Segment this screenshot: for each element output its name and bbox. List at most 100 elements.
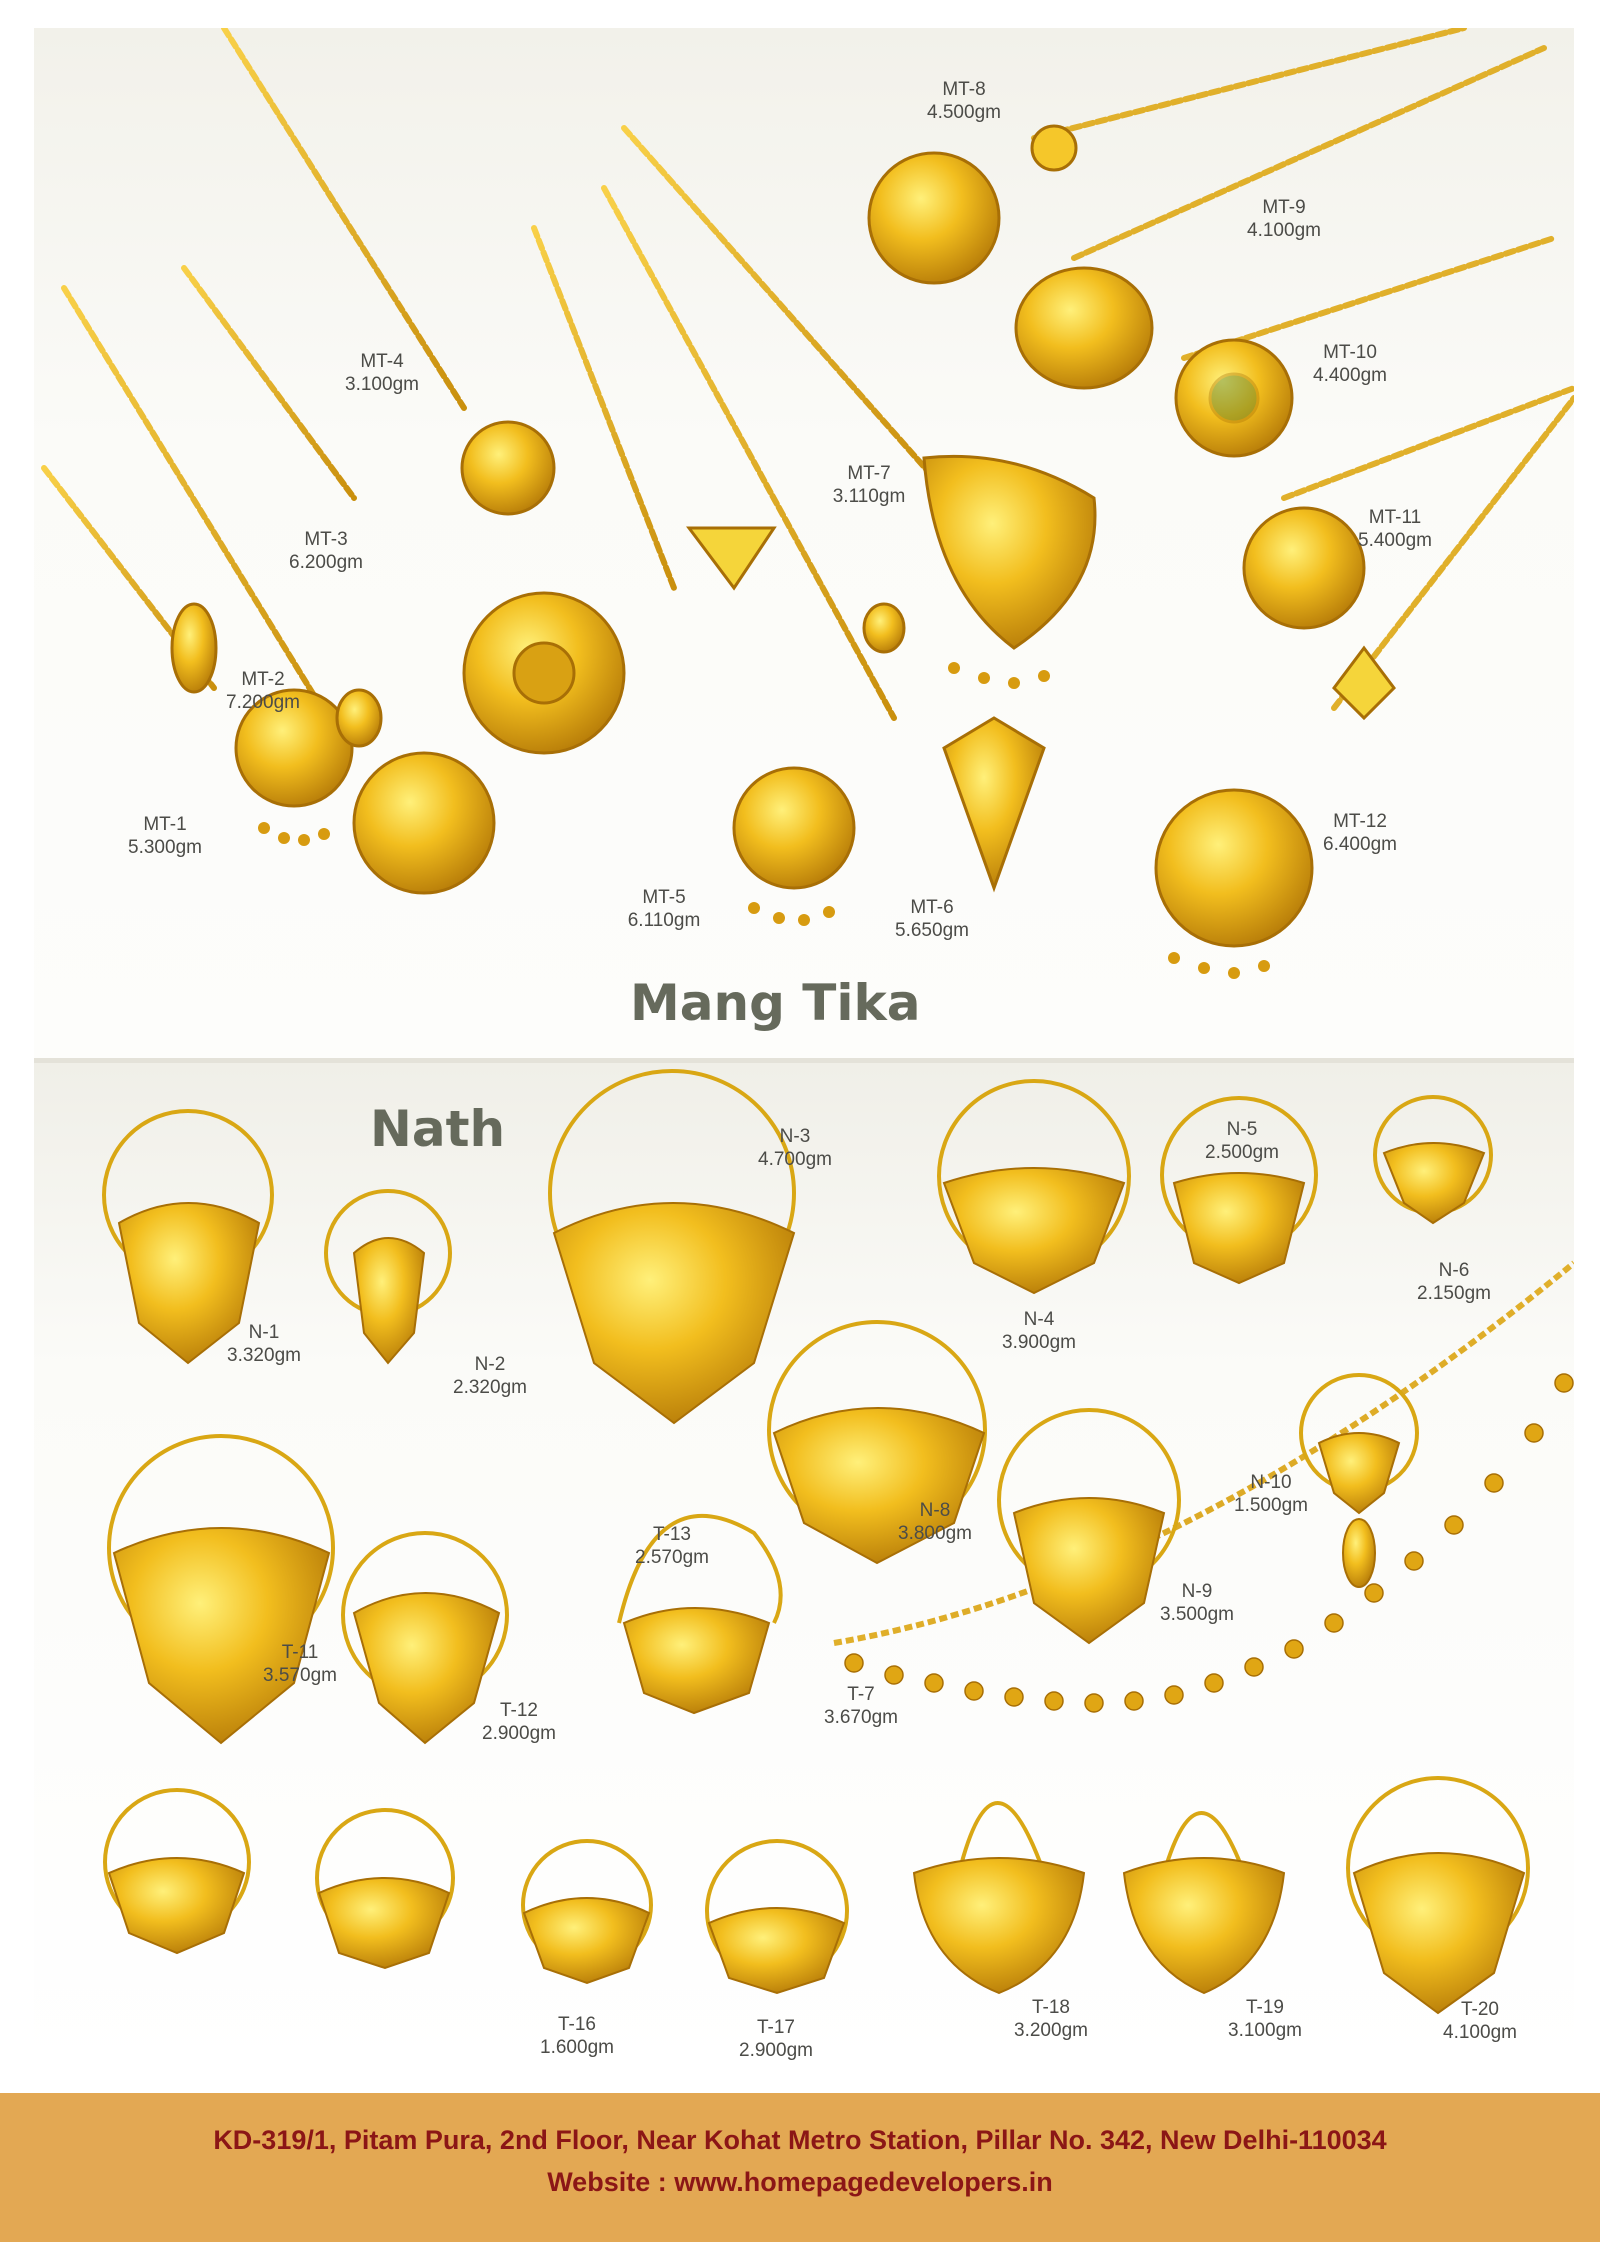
t13-hook xyxy=(617,1514,783,1624)
mt-7-code: MT-7 xyxy=(847,463,891,484)
mt12-pendant xyxy=(1154,788,1314,948)
mt-4-label: MT-4 3.100gm xyxy=(345,350,419,396)
t-18-weight: 3.200gm xyxy=(1014,2020,1088,2041)
t18-hook xyxy=(957,1801,1046,1874)
mt-8-label: MT-8 4.500gm xyxy=(927,78,1001,124)
mt5-chain xyxy=(531,225,677,591)
n8-pendant xyxy=(772,1407,986,1565)
t-13-code: T-13 xyxy=(652,1524,692,1545)
mt-6-weight: 5.650gm xyxy=(895,920,969,941)
mt-7-weight: 3.110gm xyxy=(832,486,906,507)
mt-2-weight: 7.200gm xyxy=(226,692,300,713)
mt-2-label: MT-2 7.200gm xyxy=(226,668,300,714)
t-7-weight: 3.670gm xyxy=(824,1707,898,1728)
t-11-label: T-11 3.570gm xyxy=(263,1641,337,1687)
mt-5-weight: 6.110gm xyxy=(627,910,701,931)
n-9-weight: 3.500gm xyxy=(1160,1604,1234,1625)
t12-pendant xyxy=(352,1592,501,1745)
n-5-label: N-5 2.500gm xyxy=(1205,1118,1279,1164)
n9-pendant xyxy=(1012,1497,1166,1645)
mt-10-weight: 4.400gm xyxy=(1313,365,1387,386)
n-4-weight: 3.900gm xyxy=(1002,1332,1076,1353)
n3-pendant xyxy=(552,1202,796,1425)
n-3-weight: 4.700gm xyxy=(758,1149,832,1170)
t-12-weight: 2.900gm xyxy=(482,1723,556,1744)
n1-pendant xyxy=(117,1202,261,1365)
mang-tika-panel: MT-1 5.300gm MT-2 7.200gm MT-3 6.200gm M… xyxy=(34,28,1574,1058)
mt-9-label: MT-9 4.100gm xyxy=(1247,196,1321,242)
mt6-pendant xyxy=(942,716,1046,893)
mt-1-label: MT-1 5.300gm xyxy=(128,813,202,859)
n-10-label: N-10 1.500gm xyxy=(1234,1471,1308,1517)
n-2-code: N-2 xyxy=(474,1354,506,1375)
t7-chain xyxy=(833,1260,1574,1646)
t-19-label: T-19 3.100gm xyxy=(1228,1996,1302,2042)
n-8-weight: 3.800gm xyxy=(898,1523,972,1544)
mt-11-label: MT-11 5.400gm xyxy=(1358,506,1432,552)
mt-11-weight: 5.400gm xyxy=(1358,530,1432,551)
t-20-code: T-20 xyxy=(1460,1999,1500,2020)
mt-3-code: MT-3 xyxy=(304,529,348,550)
n-9-label: N-9 3.500gm xyxy=(1160,1580,1234,1626)
n-1-label: N-1 3.320gm xyxy=(227,1321,301,1367)
n-4-code: N-4 xyxy=(1023,1309,1055,1330)
nath-panel: N-1 3.320gm N-2 2.320gm N-3 4.700gm N-4 … xyxy=(34,1063,1574,2073)
footer-website-link[interactable]: Website : www.homepagedevelopers.in xyxy=(547,2167,1053,2197)
n-4-label: N-4 3.900gm xyxy=(1002,1308,1076,1354)
mang-tika-title: Mang Tika xyxy=(630,974,921,1032)
mt-5-label: MT-5 6.110gm xyxy=(628,886,701,932)
mt10-pendant xyxy=(1174,338,1294,458)
mt-1-code: MT-1 xyxy=(143,814,187,835)
n-5-code: N-5 xyxy=(1226,1119,1258,1140)
mt8-pendant xyxy=(867,151,1001,285)
mt-4-code: MT-4 xyxy=(360,351,404,372)
mt1-pendant xyxy=(234,688,354,808)
t-19-code: T-19 xyxy=(1245,1997,1285,2018)
footer-bar: KD-319/1, Pitam Pura, 2nd Floor, Near Ko… xyxy=(0,2093,1600,2242)
n6-pendant xyxy=(1382,1142,1486,1225)
mt-7-label: MT-7 3.110gm xyxy=(833,462,906,508)
t-16-code: T-16 xyxy=(557,2014,597,2035)
mt-8-code: MT-8 xyxy=(942,79,986,100)
t-16-label: T-16 1.600gm xyxy=(540,2013,614,2059)
mang-tika-jewelry-art xyxy=(41,28,1574,979)
t11-pendant xyxy=(112,1527,331,1745)
n-5-weight: 2.500gm xyxy=(1205,1142,1279,1163)
n-10-code: N-10 xyxy=(1250,1472,1292,1493)
mt-9-code: MT-9 xyxy=(1262,197,1306,218)
mt-10-label: MT-10 4.400gm xyxy=(1313,341,1387,387)
n-3-label: N-3 4.700gm xyxy=(758,1125,832,1171)
t20-pendant xyxy=(1352,1852,1526,2015)
t-17-code: T-17 xyxy=(756,2017,796,2038)
t-18-label: T-18 3.200gm xyxy=(1014,1996,1088,2042)
n-3-code: N-3 xyxy=(779,1126,811,1147)
mt-6-label: MT-6 5.650gm xyxy=(895,896,969,942)
t13-pendant xyxy=(622,1607,771,1715)
n-1-weight: 3.320gm xyxy=(227,1345,301,1366)
mt-11-code: MT-11 xyxy=(1368,507,1422,528)
mt11-pendant xyxy=(1242,506,1366,630)
mt3-chain xyxy=(181,265,357,501)
mt-12-label: MT-12 6.400gm xyxy=(1323,810,1397,856)
mt8-chain xyxy=(1031,28,1467,141)
t-19-weight: 3.100gm xyxy=(1228,2020,1302,2041)
mt6-chain xyxy=(601,185,897,721)
n-6-code: N-6 xyxy=(1438,1260,1470,1281)
mt7-chain xyxy=(621,125,937,481)
mt9-chain xyxy=(1071,45,1547,261)
nath-jewelry-art xyxy=(102,1069,1574,2015)
mt12-chain xyxy=(1331,395,1574,711)
t-17-label: T-17 2.900gm xyxy=(739,2016,813,2062)
footer-address: KD-319/1, Pitam Pura, 2nd Floor, Near Ko… xyxy=(213,2125,1387,2155)
mt-3-label: MT-3 6.200gm xyxy=(289,528,363,574)
t-13-label: T-13 2.570gm xyxy=(635,1523,709,1569)
mt-9-weight: 4.100gm xyxy=(1247,220,1321,241)
n2-pendant xyxy=(352,1237,426,1365)
nath-title: Nath xyxy=(370,1100,506,1158)
mt4-pendant xyxy=(460,420,556,516)
n4-pendant xyxy=(942,1167,1126,1295)
t-20-weight: 4.100gm xyxy=(1443,2022,1517,2043)
mt-12-weight: 6.400gm xyxy=(1323,834,1397,855)
t-12-label: T-12 2.900gm xyxy=(482,1699,556,1745)
n10-pendant xyxy=(1317,1432,1401,1515)
